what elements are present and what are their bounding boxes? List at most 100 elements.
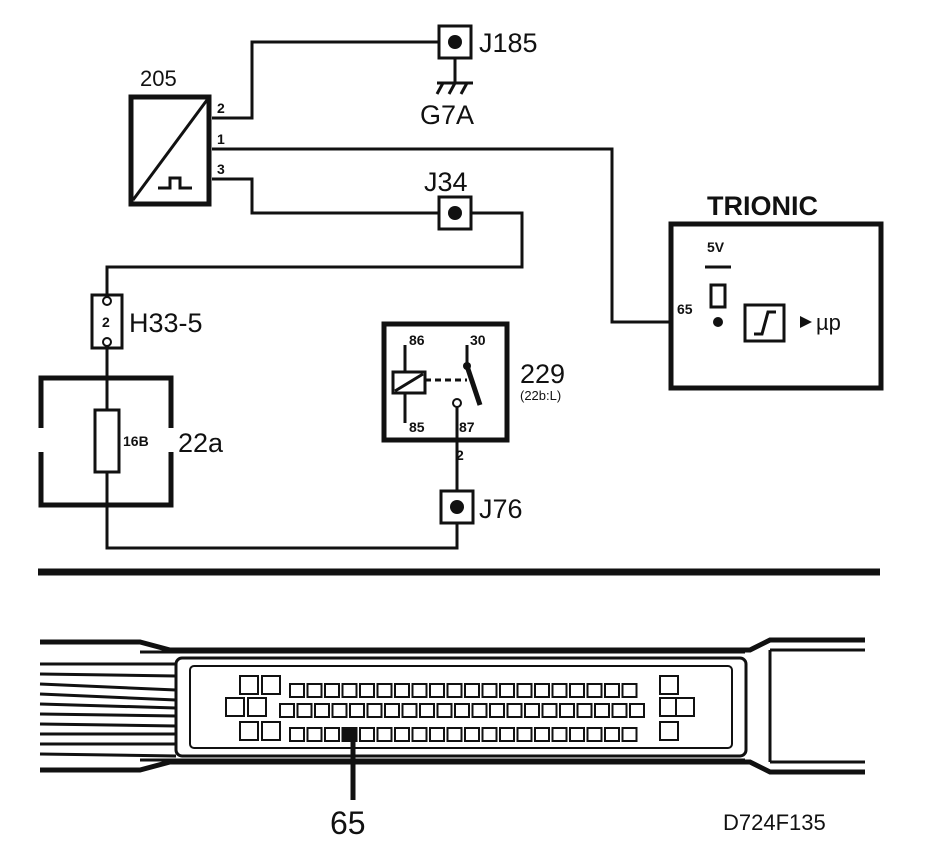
connector-pin: [394, 727, 410, 742]
relay-out-pin: 2: [456, 447, 464, 463]
connector-pin: [454, 703, 470, 718]
trionic-5v-label: 5V: [707, 239, 725, 255]
connector-pin: [436, 703, 453, 718]
wire-fuse-to-j76: [105, 472, 459, 550]
wire-harness: [39, 662, 177, 758]
sensor-pin-2: 2: [217, 100, 225, 116]
large-pin: [239, 721, 259, 741]
sensor-205-diagonal: [131, 99, 209, 201]
connector-pin: [551, 683, 568, 698]
large-pin: [675, 697, 695, 717]
connector-pin: [594, 703, 610, 718]
connector-pin: [464, 727, 480, 742]
trionic-output-label: µp: [816, 310, 841, 335]
pulse-symbol-icon: [158, 176, 192, 190]
connector-pin: [506, 703, 523, 718]
connector-pin: [296, 703, 313, 718]
wire-205-pin1-to-trionic: [212, 147, 718, 324]
connector-pin: [586, 683, 603, 698]
connector-pin: [289, 727, 305, 742]
connector-pin: [489, 703, 505, 718]
j185-dot: [448, 35, 462, 49]
relay-pin-30: 30: [470, 332, 486, 348]
connector-pin: [611, 703, 628, 718]
ecu-connector-view: 65: [39, 637, 865, 841]
h33-top-terminal: [102, 296, 112, 306]
h33-label: H33-5: [129, 308, 203, 338]
fuse-box-outline: [38, 375, 174, 428]
wire-205-pin2-to-j185: [212, 40, 455, 120]
connector-pin: [324, 727, 340, 742]
pin-65-highlight: [341, 727, 358, 742]
connector-pin: [279, 703, 295, 718]
connector-j76: J76: [439, 489, 523, 525]
connector-pin: [524, 703, 540, 718]
connector-pin: [349, 703, 365, 718]
fuse-label: 16B: [123, 433, 149, 449]
connector-pin: [376, 683, 393, 698]
connector-pin: [376, 727, 393, 742]
large-pin: [261, 675, 281, 695]
relay-label: 229: [520, 359, 565, 389]
relay-229: 86 30 85 87 2 229 (22b:L): [381, 321, 565, 463]
connector-pin: [411, 683, 428, 698]
ground-icon: [435, 81, 473, 95]
large-pin: [659, 675, 679, 695]
trionic-ecu: TRIONIC 5V 65 µp: [668, 191, 884, 391]
connector-pin: [289, 683, 305, 698]
connector-pin: [621, 727, 638, 742]
connector-pin: [306, 683, 323, 698]
connector-pin: [551, 727, 568, 742]
output-arrow-icon: [800, 316, 812, 328]
wire-j34-to-h33: [105, 211, 524, 295]
connector-pin: [586, 727, 603, 742]
sensor-pin-1: 1: [217, 131, 225, 147]
connector-j34: J34: [424, 167, 473, 231]
connector-pin: [419, 703, 435, 718]
sensor-pin-3: 3: [217, 161, 225, 177]
relay-switch-arm: [464, 365, 483, 406]
connector-pin: [464, 683, 480, 698]
connector-pin: [411, 727, 428, 742]
connector-housing-top: [40, 637, 865, 653]
connector-pin: [446, 683, 463, 698]
fuse-16b-body: [93, 408, 121, 474]
large-pin: [239, 675, 259, 695]
trionic-label: TRIONIC: [707, 191, 818, 221]
connector-pin: [314, 703, 330, 718]
connector-pin: [446, 727, 463, 742]
connector-pin: [499, 727, 515, 742]
relay-pin-87: 87: [459, 419, 475, 435]
relay-sublabel: (22b:L): [520, 388, 561, 403]
j76-label: J76: [479, 494, 523, 524]
large-pin: [261, 721, 281, 741]
large-pin: [659, 721, 679, 741]
connector-pin: [384, 703, 400, 718]
connector-pin: [559, 703, 575, 718]
connector-pin: [341, 683, 358, 698]
connector-pin: [534, 683, 550, 698]
connector-pin: [576, 703, 593, 718]
connector-pin: [331, 703, 348, 718]
relay-87-contact: [452, 398, 462, 408]
connector-pin: [359, 683, 375, 698]
large-pin: [225, 697, 245, 717]
ground-label: G7A: [420, 100, 474, 130]
sensor-205-label: 205: [140, 66, 177, 91]
h33-pin: 2: [102, 314, 110, 330]
connector-housing-bottom: [40, 759, 865, 775]
connector-pin: [569, 683, 585, 698]
trionic-pin-65: 65: [677, 301, 693, 317]
connector-j185: J185 G7A: [420, 24, 538, 130]
connector-pin: [604, 727, 620, 742]
connector-pin: [481, 683, 498, 698]
connector-pin: [359, 727, 375, 742]
connector-pin: [604, 683, 620, 698]
wire-205-pin3-to-j34: [212, 177, 455, 215]
connector-pin: [401, 703, 418, 718]
connector-pin: [429, 683, 445, 698]
trionic-node-dot: [713, 317, 723, 327]
connector-pin: [324, 683, 340, 698]
relay-pin-86: 86: [409, 332, 425, 348]
